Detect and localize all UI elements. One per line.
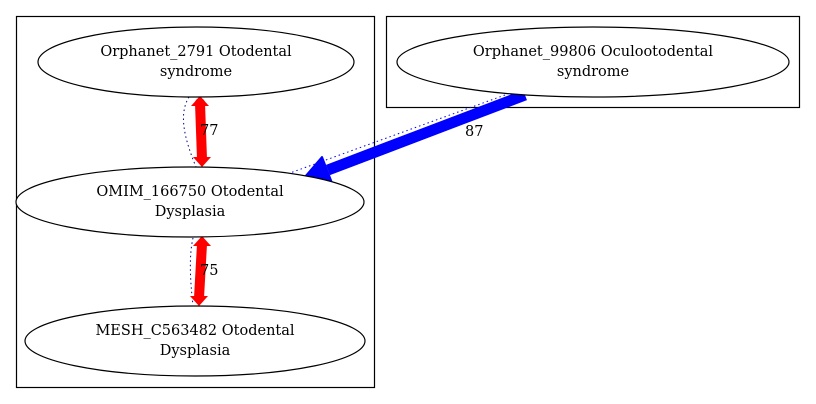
edge-166750-c563482: [190, 236, 211, 306]
node-orphanet-99806-label-2: syndrome: [557, 64, 629, 80]
dotted-edge-2791-166750: [182, 96, 197, 168]
edge-label-99806-166750: 87: [465, 124, 483, 140]
node-orphanet-2791-label-2: syndrome: [160, 64, 232, 80]
node-orphanet-99806[interactable]: Orphanet_99806 Oculootodental syndrome: [396, 26, 790, 98]
node-orphanet-2791-label-1: Orphanet_2791 Otodental: [100, 44, 292, 60]
node-mesh-c563482[interactable]: MESH_C563482 Otodental Dysplasia: [24, 305, 366, 377]
node-omim-166750-label-1: OMIM_166750 Otodental: [96, 184, 284, 200]
node-omim-166750[interactable]: OMIM_166750 Otodental Dysplasia: [15, 166, 365, 238]
node-mesh-c563482-label-2: Dysplasia: [160, 343, 231, 359]
edge-label-2791-166750: 77: [200, 123, 218, 139]
cluster-right: [385, 15, 801, 109]
edge-label-166750-c563482: 75: [200, 263, 218, 279]
node-orphanet-2791[interactable]: Orphanet_2791 Otodental syndrome: [37, 26, 355, 98]
node-mesh-c563482-label-1: MESH_C563482 Otodental: [95, 323, 294, 339]
dotted-edge-166750-c563482: [189, 237, 194, 306]
edge-2791-166750: [191, 96, 211, 167]
node-orphanet-99806-label-1: Orphanet_99806 Oculootodental: [473, 44, 713, 60]
node-omim-166750-label-2: Dysplasia: [155, 204, 226, 220]
edge-99806-166750: [303, 89, 527, 184]
